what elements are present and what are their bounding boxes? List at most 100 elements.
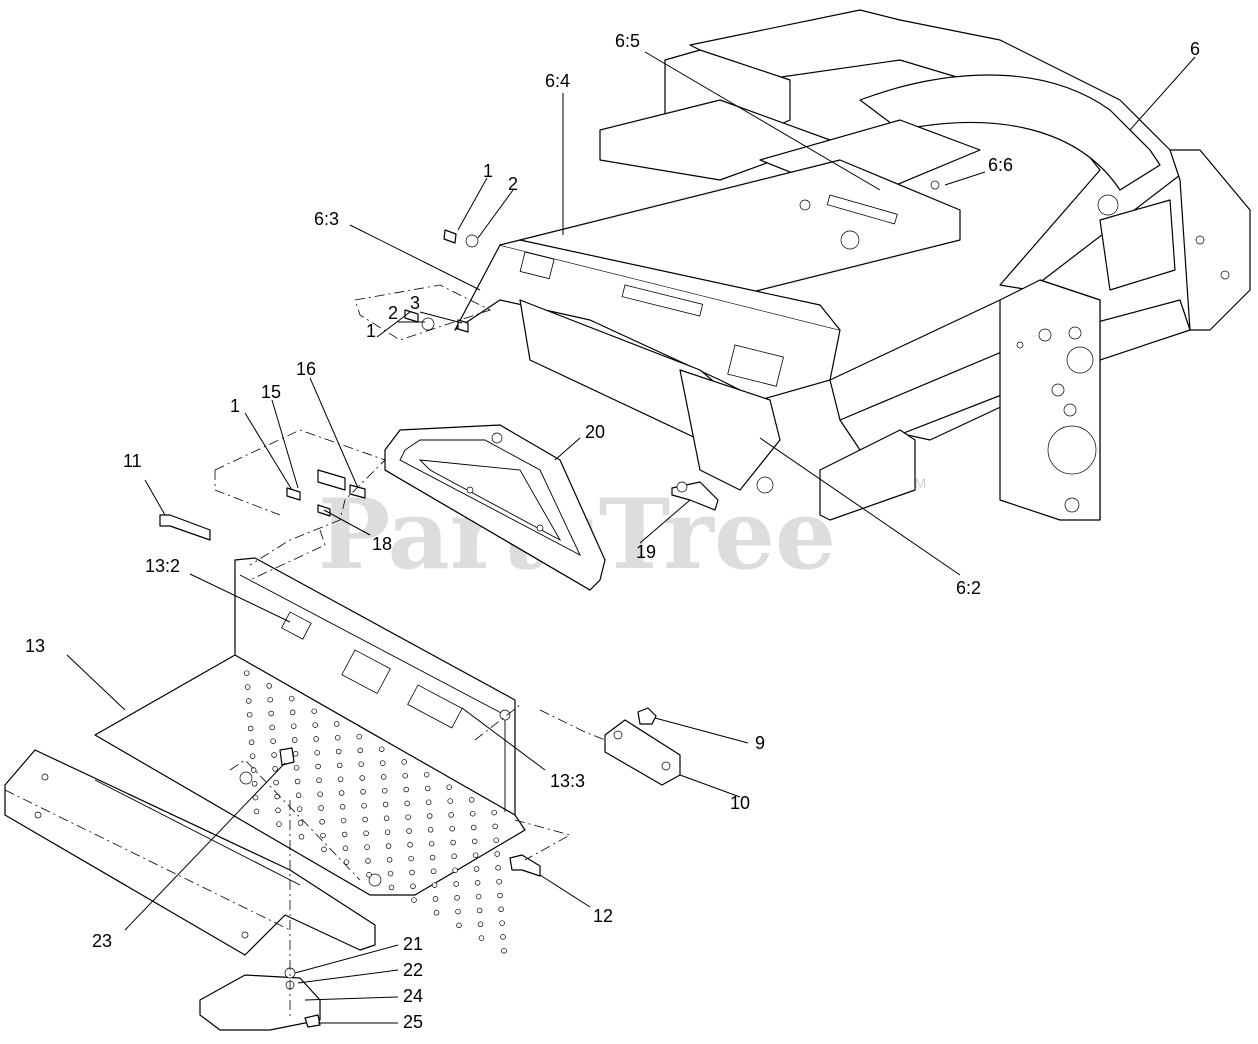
perforation-hole [291, 737, 298, 743]
perforation-hole [245, 698, 252, 704]
perforation-hole [319, 819, 325, 825]
callout-6-2[interactable]: 6:2 [956, 578, 981, 598]
perforation-hole [425, 799, 432, 805]
perforation-hole [494, 851, 500, 857]
callout-25[interactable]: 25 [403, 1012, 423, 1032]
bolt-12[interactable] [509, 854, 541, 877]
perforation-hole [253, 808, 260, 815]
perforation-hole [290, 723, 297, 729]
callout-6-3[interactable]: 6:3 [314, 209, 339, 229]
callout-12[interactable]: 12 [593, 906, 613, 926]
perforation-hole [356, 733, 362, 740]
console-plate[interactable] [384, 424, 606, 591]
perforation-hole [406, 828, 412, 834]
perforation-hole [335, 748, 342, 755]
callout-18[interactable]: 18 [372, 534, 392, 554]
callout-15[interactable]: 15 [261, 382, 281, 402]
callout-2-middle[interactable]: 2 [388, 303, 398, 323]
callout-6[interactable]: 6 [1190, 39, 1200, 59]
callout-11[interactable]: 11 [123, 451, 142, 471]
callout-1-middle[interactable]: 1 [366, 321, 376, 341]
callout-1-lower[interactable]: 1 [230, 396, 240, 416]
perforation-hole [378, 746, 385, 752]
perforation-hole [404, 800, 410, 807]
perforation-hole [267, 696, 273, 703]
perforation-hole [338, 790, 345, 796]
perforation-hole [385, 843, 392, 849]
callout-6-5[interactable]: 6:5 [615, 31, 640, 51]
callout-21[interactable]: 21 [403, 934, 423, 954]
perforation-hole [252, 794, 259, 801]
perforation-hole [498, 906, 504, 913]
perforation-hole [430, 868, 437, 875]
perforation-hole [403, 786, 409, 793]
perforation-hole [477, 921, 484, 928]
perforation-hole [251, 781, 258, 787]
main-frame[interactable] [454, 9, 1251, 521]
callout-9[interactable]: 9 [755, 733, 765, 753]
callout-6-6[interactable]: 6:6 [988, 155, 1013, 175]
perforation-hole [478, 935, 485, 941]
perforation-hole [313, 736, 319, 742]
nut-9[interactable] [637, 707, 657, 725]
callout-13-2[interactable]: 13:2 [145, 556, 180, 576]
callout-1-upper[interactable]: 1 [483, 161, 493, 181]
perforation-hole [244, 684, 251, 690]
callout-10[interactable]: 10 [730, 793, 750, 813]
perforation-hole [447, 798, 453, 804]
perforation-hole [362, 816, 368, 823]
perforation-hole [379, 760, 386, 766]
perforation-hole [380, 774, 387, 780]
perforation-hole [455, 908, 461, 915]
footplate[interactable] [94, 557, 526, 896]
perforation-hole [495, 865, 501, 871]
leader-lines [66, 51, 1196, 1024]
callout-2-upper[interactable]: 2 [508, 174, 518, 194]
perforation-hole [454, 895, 460, 901]
perforation-hole [341, 831, 348, 838]
perforation-hole [270, 738, 276, 744]
perforation-hole [469, 810, 476, 817]
callout-23[interactable]: 23 [92, 931, 112, 951]
callout-16[interactable]: 16 [296, 359, 316, 379]
perforation-hole [431, 882, 438, 888]
middle-fasteners[interactable] [404, 309, 469, 333]
perforation-hole [340, 817, 347, 824]
perforation-hole [357, 747, 363, 754]
pivot-pins[interactable] [286, 469, 366, 517]
callout-22[interactable]: 22 [403, 960, 423, 980]
lower-shield[interactable] [4, 749, 376, 956]
perforation-hole [432, 896, 439, 902]
long-bolt-11[interactable] [159, 514, 211, 541]
callout-19[interactable]: 19 [636, 542, 656, 562]
latch-19[interactable] [671, 481, 719, 511]
perforation-hole [292, 751, 299, 757]
perforation-hole [360, 789, 366, 795]
callout-13[interactable]: 13 [25, 636, 45, 656]
perforation-hole [359, 775, 365, 781]
hold-down-plate[interactable] [199, 967, 321, 1031]
perforation-hole [269, 724, 275, 731]
perforation-hole [342, 845, 349, 852]
perforation-hole [453, 881, 459, 887]
perforation-hole [365, 858, 371, 864]
perforation-hole [317, 791, 323, 797]
perforation-hole [500, 934, 506, 940]
bracket-10[interactable] [604, 719, 681, 786]
bolt-23[interactable] [239, 747, 295, 785]
upper-bolt-1[interactable] [443, 229, 479, 248]
perforation-hole [250, 767, 257, 773]
callout-3[interactable]: 3 [410, 293, 420, 313]
perforation-hole [295, 792, 302, 799]
callout-24[interactable]: 24 [403, 986, 423, 1006]
perforation-hole [388, 884, 395, 891]
perforation-hole [363, 830, 369, 837]
perforation-hole [271, 752, 277, 758]
callout-6-4[interactable]: 6:4 [545, 71, 570, 91]
perforation-hole [456, 922, 462, 929]
perforation-hole [496, 878, 502, 885]
callout-20[interactable]: 20 [585, 422, 605, 442]
callout-13-3[interactable]: 13:3 [550, 771, 585, 791]
perforation-hole [297, 820, 304, 826]
